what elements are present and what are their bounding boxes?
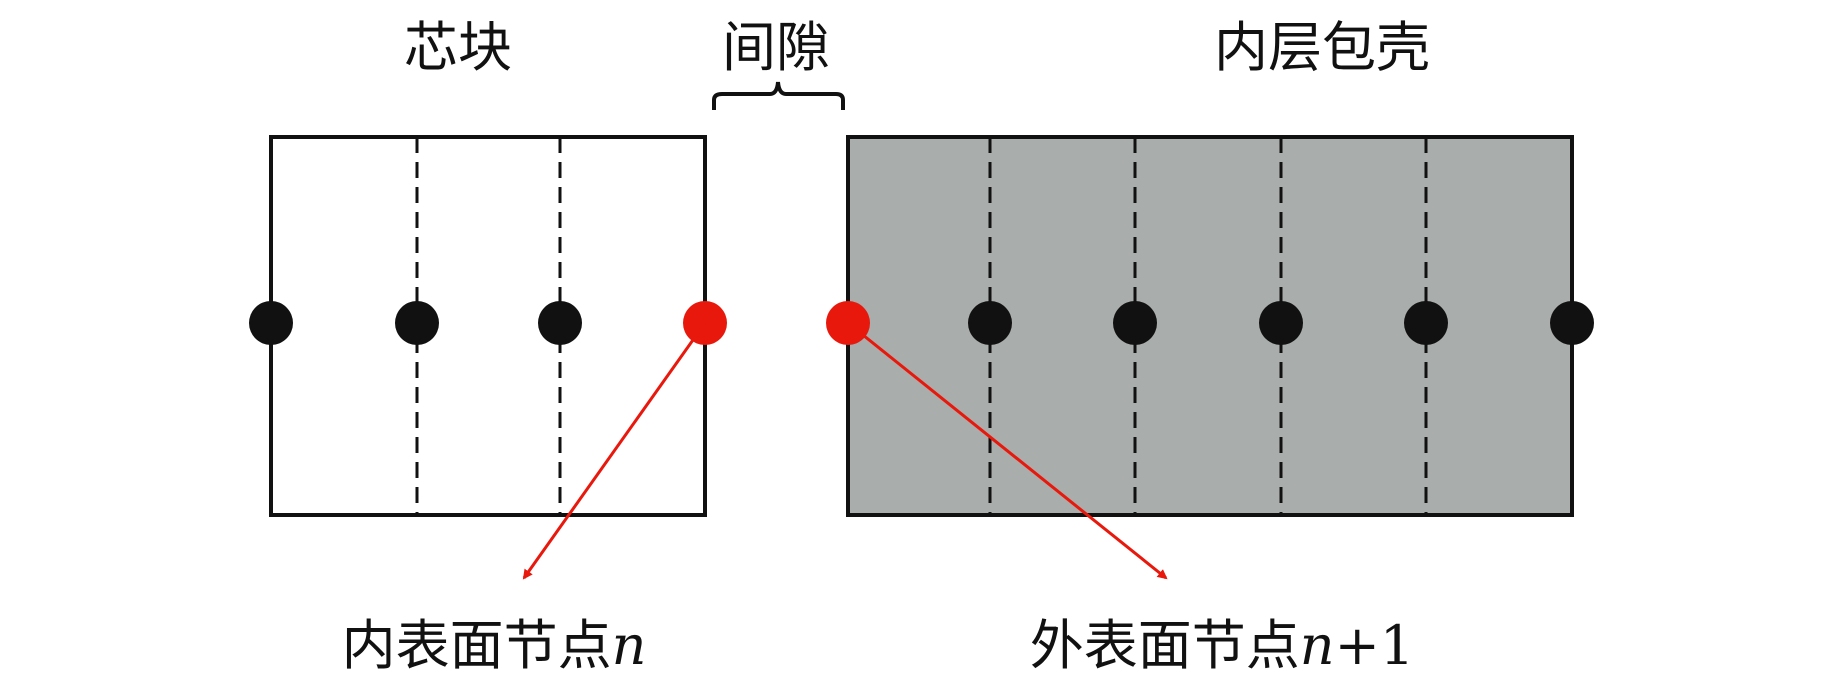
inner-surface-node-label: 内表面节点n [342,614,647,673]
outer-node-arrow [847,321,1168,580]
cladding-node [968,301,1012,345]
pellet-block [269,135,707,517]
gap-brace [712,81,845,110]
inner-cladding-label: 内层包壳 [1214,16,1430,79]
cladding-node [1404,301,1448,345]
outer-surface-node-suffix: +1 [1335,614,1415,673]
outer-surface-node-label: 外表面节点n+1 [1030,614,1414,673]
inner-surface-node-var: n [612,614,647,673]
pellet-node [249,301,293,345]
gap-label: 间隙 [722,16,830,79]
cladding-node [1550,301,1594,345]
cladding-node [1113,301,1157,345]
inner-node-arrow [522,322,707,580]
pellet-label: 芯块 [404,16,512,79]
pellet-node [538,301,582,345]
cladding-node [1259,301,1303,345]
pellet-node [395,301,439,345]
outer-surface-node-var: n [1300,614,1335,673]
inner-surface-node-text: 内表面节点 [342,614,612,673]
cladding-block [846,135,1574,517]
outer-surface-node-text: 外表面节点 [1030,614,1300,673]
